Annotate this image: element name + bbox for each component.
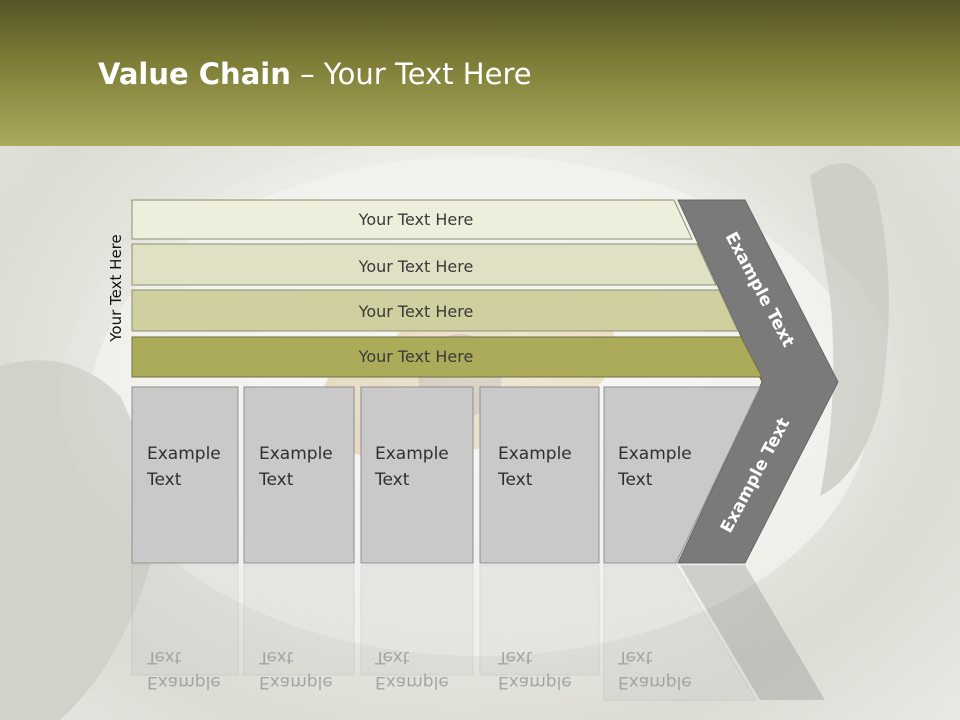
reflection-text: Example Text Example Text Example Text E…: [146, 647, 692, 692]
activity-box-4-line2: Text: [497, 470, 533, 490]
activity-box-5-line1: Example: [618, 444, 692, 464]
tier-bar-4: [131, 336, 763, 378]
svg-text:Example: Example: [618, 672, 692, 692]
activity-box-5: [603, 386, 761, 564]
svg-text:Text: Text: [497, 647, 533, 667]
tier-bar-2-label: Your Text Here: [358, 257, 474, 276]
side-label: Your Text Here: [107, 234, 125, 342]
title-bold: Value Chain: [98, 57, 291, 91]
svg-text:Text: Text: [258, 647, 294, 667]
svg-text:Example: Example: [498, 672, 572, 692]
activity-box-2-line2: Text: [258, 470, 294, 490]
activity-box-2: [243, 386, 355, 564]
svg-text:Example: Example: [147, 672, 221, 692]
tier-bar-3-label: Your Text Here: [358, 302, 474, 321]
svg-text:Example: Example: [259, 672, 333, 692]
slide-title: Value Chain – Your Text Here: [98, 52, 532, 96]
title-rest: – Your Text Here: [290, 57, 532, 91]
activity-box-4: [479, 386, 600, 564]
activity-box-3-line2: Text: [374, 470, 410, 490]
reflection-group: [131, 564, 825, 701]
svg-text:Example: Example: [375, 672, 449, 692]
tier-bar-1: [131, 199, 693, 240]
activity-box-2-line1: Example: [259, 444, 333, 464]
chevron-arrow: [677, 199, 839, 564]
activity-box-4-line1: Example: [498, 444, 572, 464]
tier-bar-2: [131, 243, 717, 286]
activity-box-1: [131, 386, 239, 564]
activity-box-1-line1: Example: [147, 444, 221, 464]
svg-text:Text: Text: [374, 647, 410, 667]
tier-bar-4-label: Your Text Here: [358, 347, 474, 366]
activity-box-1-line2: Text: [146, 470, 182, 490]
activity-box-3: [360, 386, 474, 564]
title-bar: Value Chain – Your Text Here: [0, 0, 960, 146]
activity-box-5-line2: Text: [617, 470, 653, 490]
tier-bar-1-label: Your Text Here: [358, 210, 474, 229]
svg-text:Text: Text: [146, 647, 182, 667]
activity-box-3-line1: Example: [375, 444, 449, 464]
svg-text:Text: Text: [617, 647, 653, 667]
tier-bar-3: [131, 289, 739, 332]
